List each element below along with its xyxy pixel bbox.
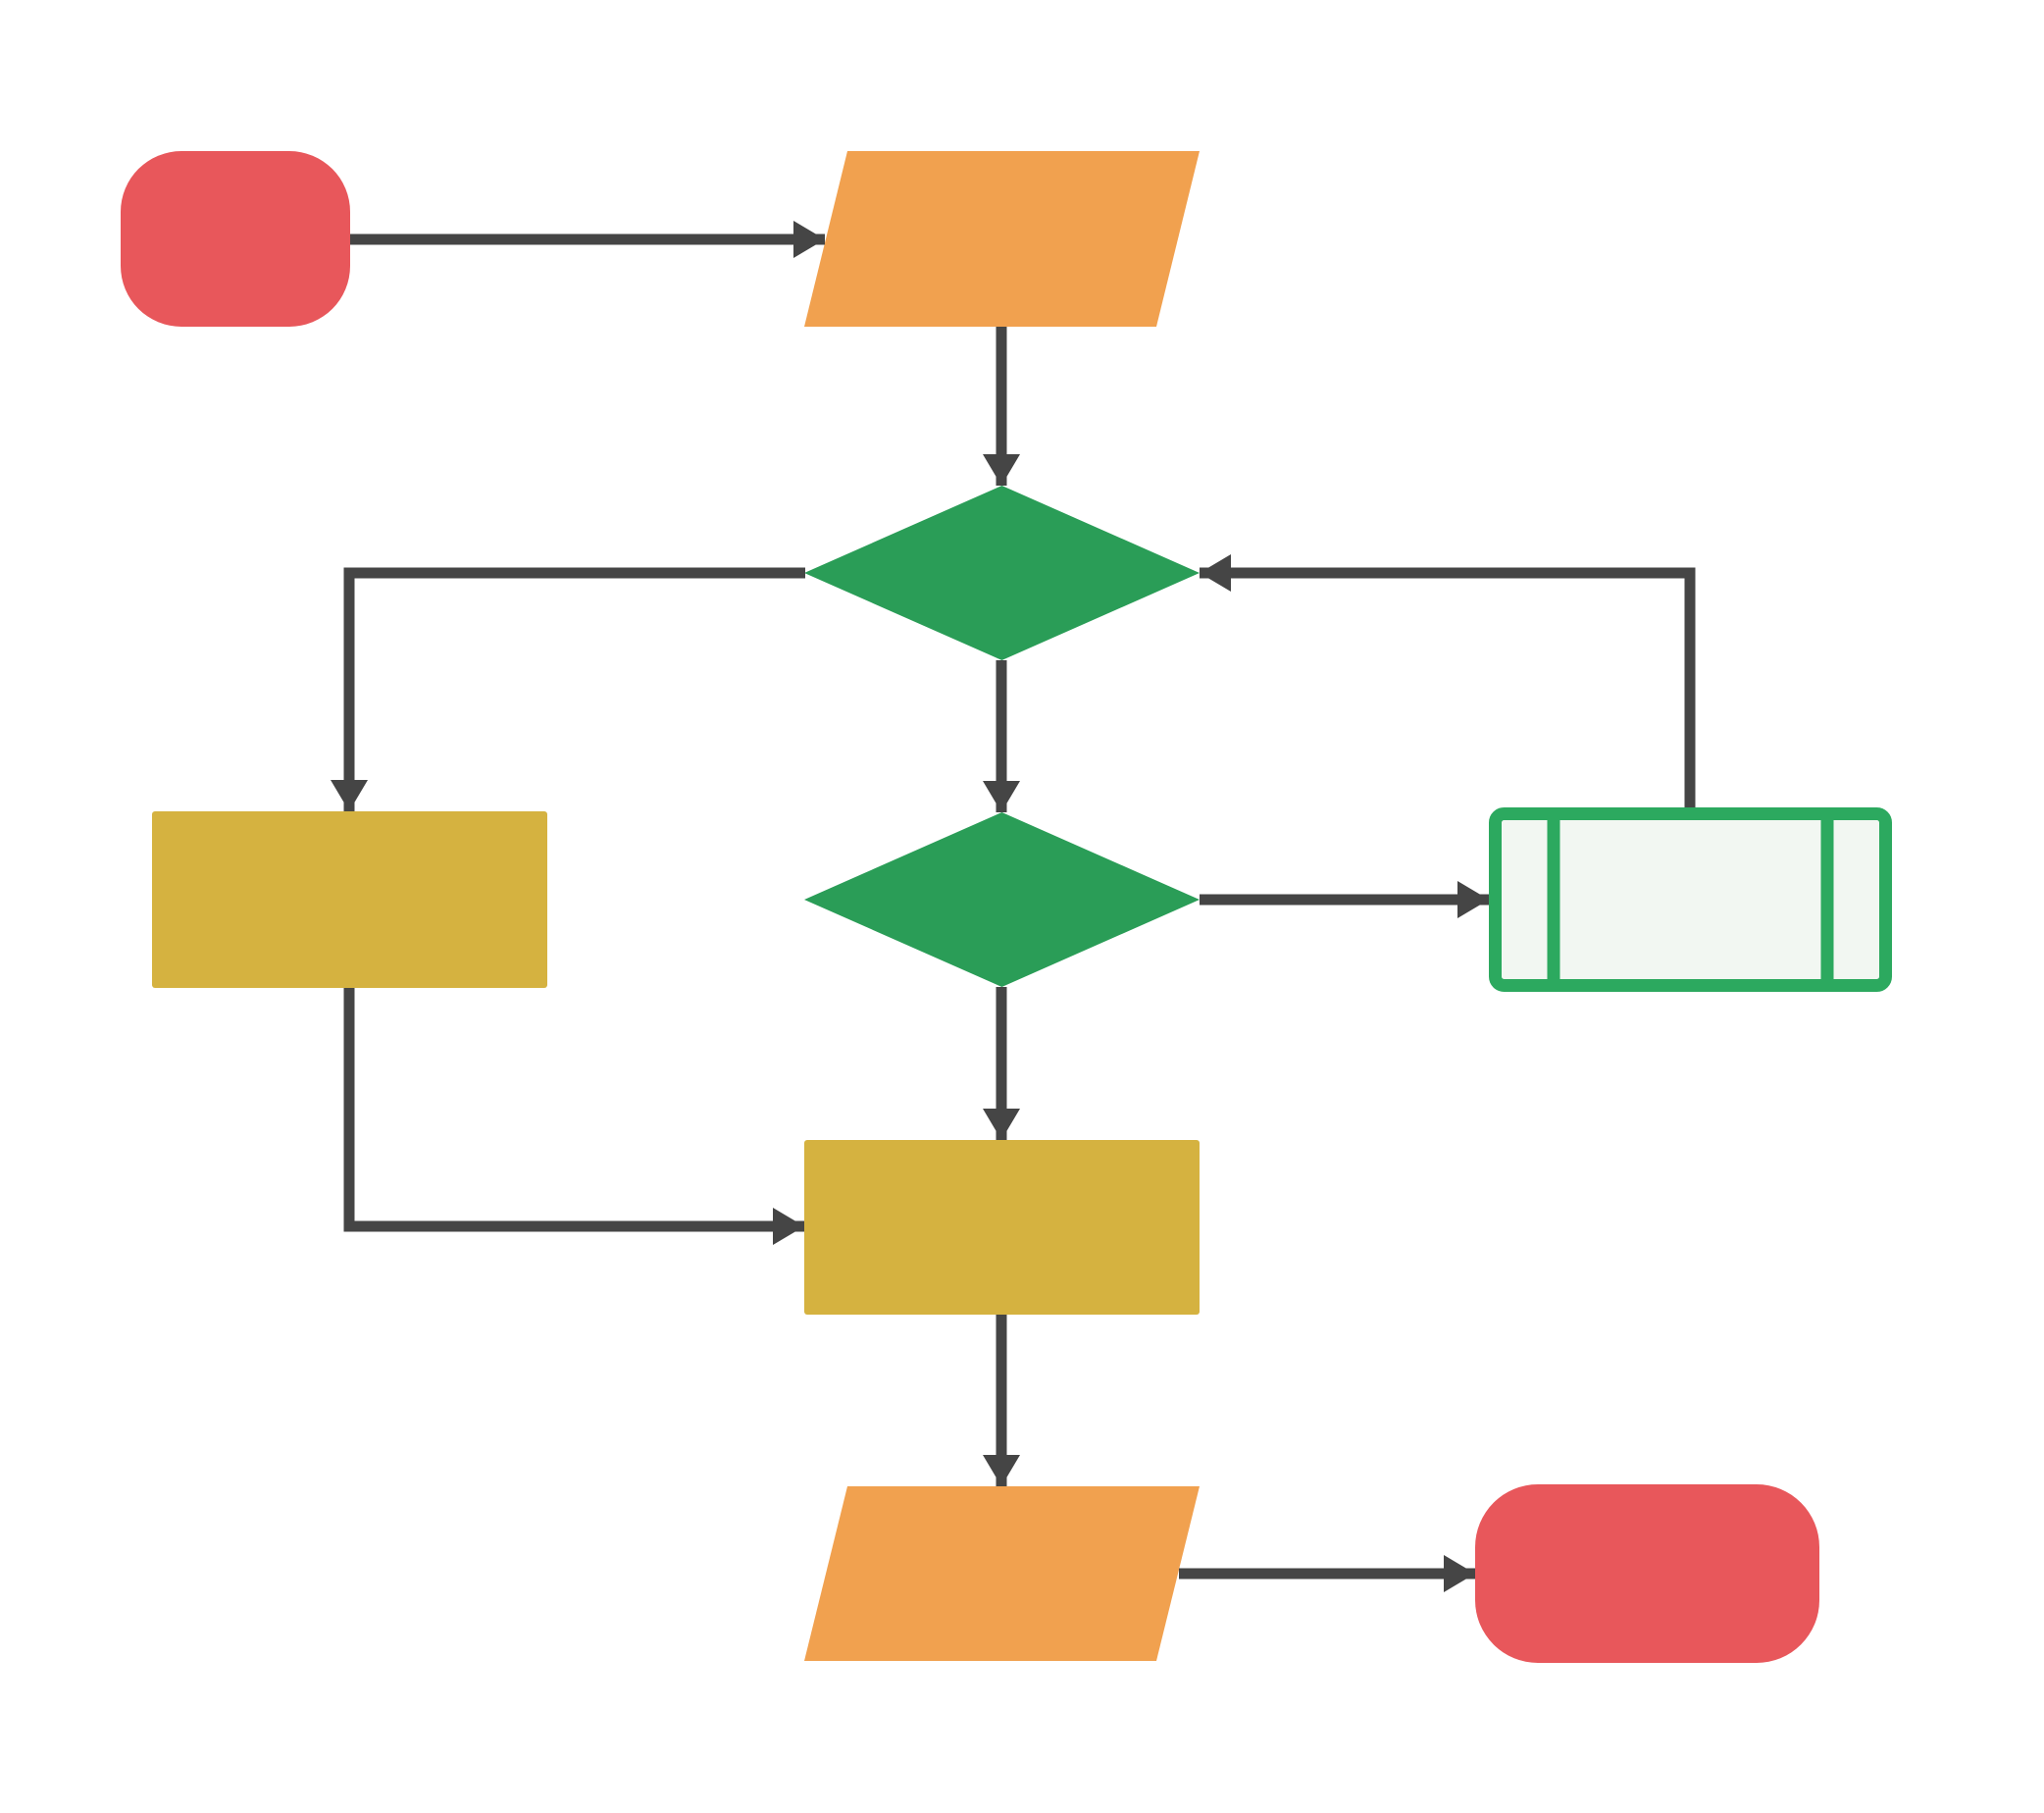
- predefined-process-node: [1489, 807, 1892, 992]
- process-left-node: [152, 811, 547, 988]
- output-parallelogram-node: [804, 1486, 1200, 1661]
- decision-2-node: [804, 812, 1200, 987]
- edge-process-left-to-center: [343, 988, 804, 1245]
- edge-decision1-to-process-left: [331, 567, 805, 811]
- input-parallelogram-node: [804, 151, 1200, 327]
- start-terminator-node: [121, 151, 350, 327]
- end-terminator-node: [1475, 1484, 1819, 1663]
- process-center-node: [804, 1140, 1200, 1315]
- edge-predefined-to-decision1: [1200, 554, 1696, 807]
- decision-1-node: [804, 486, 1200, 660]
